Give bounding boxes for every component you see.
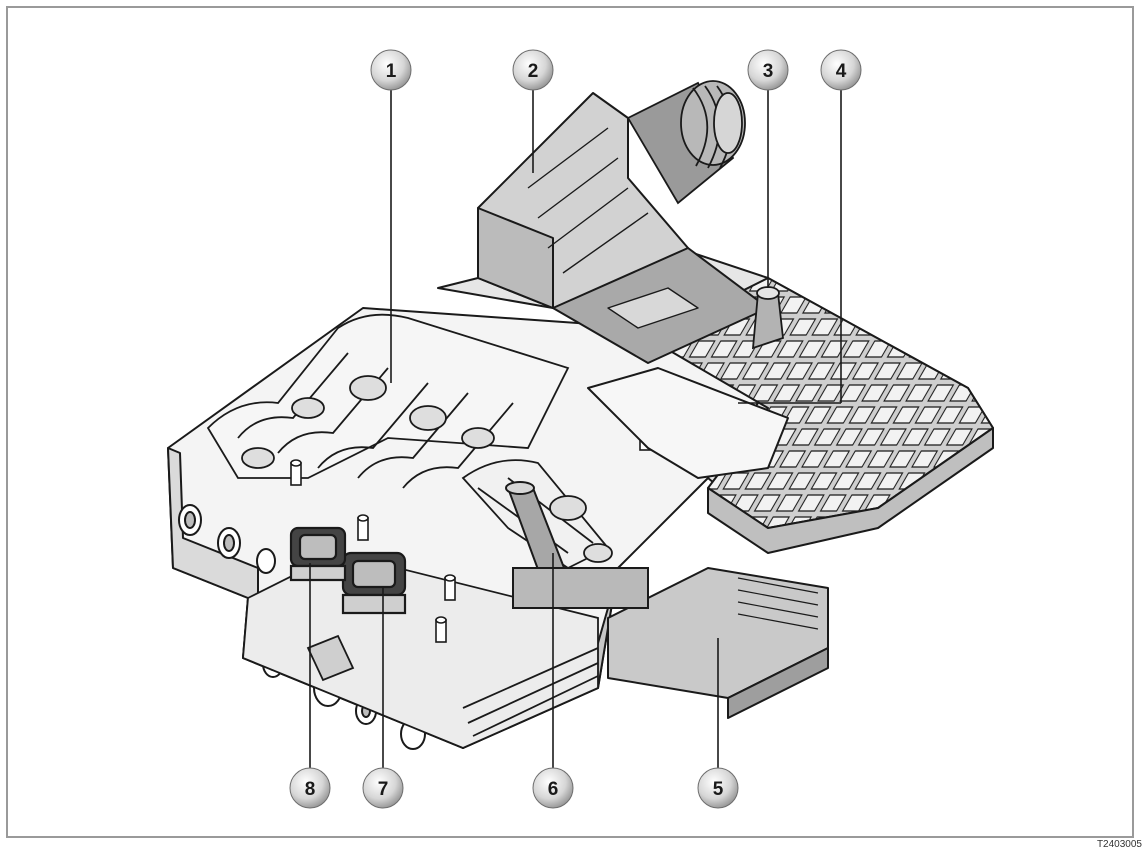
callout-1: 1: [370, 49, 412, 91]
leader-lines: [309, 90, 842, 778]
callout-label: 6: [548, 779, 559, 800]
plug-connector-eight: [289, 526, 347, 582]
callout-label: 7: [378, 779, 389, 800]
callout-2: 2: [512, 49, 554, 91]
callout-8: 8: [289, 767, 331, 809]
figure-code: T2403005: [1096, 839, 1142, 850]
round-connector: [626, 80, 746, 205]
callout-5: 5: [697, 767, 739, 809]
callout-7: 7: [362, 767, 404, 809]
callout-label: 3: [763, 61, 774, 82]
callout-label: 2: [528, 61, 539, 82]
callout-6: 6: [532, 767, 574, 809]
plug-connector-seven: [341, 551, 407, 615]
speed-sensor: [751, 286, 784, 350]
valve-body-illustration: 1 2 3 4 5 6 7 8: [167, 49, 994, 809]
connector-housing: [477, 92, 769, 364]
diagram-frame: 1 2 3 4 5 6 7 8: [6, 6, 1134, 838]
callout-label: 8: [305, 779, 316, 800]
callout-4: 4: [820, 49, 862, 91]
connector-module: [607, 567, 829, 719]
callout-3: 3: [747, 49, 789, 91]
callout-label: 5: [713, 779, 724, 800]
callout-label: 4: [836, 61, 847, 82]
callout-label: 1: [386, 61, 397, 82]
